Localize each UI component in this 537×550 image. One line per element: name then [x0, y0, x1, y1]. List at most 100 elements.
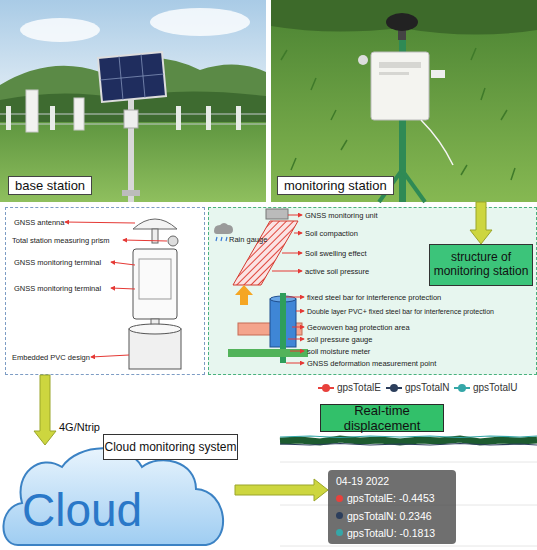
monitoring-station-photo-part — [371, 52, 429, 120]
displacement-chart-part — [268, 378, 537, 550]
node-text: Cloud monitoring system — [104, 440, 236, 454]
structure-drawing-part — [292, 327, 304, 328]
node-text: Soil compaction — [305, 230, 358, 238]
series-dot — [336, 495, 343, 502]
terminal-drawing-part — [168, 236, 178, 246]
displacement-chart-part — [280, 546, 537, 547]
terminal-drawing-part — [133, 219, 177, 229]
monitoring-station-photo-part — [271, 0, 537, 35]
base-station-photo-part — [150, 8, 250, 36]
legend-swatch — [390, 384, 398, 392]
node-text: gpsTotalN: 0.2346 — [347, 510, 432, 522]
tooltip-row: gpsTotalU: -0.1813 — [336, 527, 448, 539]
base-station-photo-part — [176, 106, 181, 130]
node-text: soil pressure gauge — [307, 336, 372, 344]
base-station-photo-part — [74, 98, 84, 130]
base-station-photo-part — [20, 18, 100, 42]
node-text: gpsTotalE: -0.4453 — [347, 492, 435, 504]
legend-item: gpsTotalU — [454, 382, 517, 393]
node-text: Rain gauge — [229, 236, 267, 244]
base-station-photo-part — [50, 106, 55, 130]
node-text: 04-19 2022 — [336, 475, 389, 487]
structure-panel: GNSS monitoring unitSoil compactionRain … — [208, 207, 537, 375]
monitoring-station-photo-part — [431, 70, 445, 78]
node-text: structure of monitoring station — [432, 251, 530, 279]
monitoring-station-photo-part — [271, 0, 537, 202]
structure-drawing-part — [286, 297, 304, 298]
structure-drawing-part — [288, 339, 304, 340]
base-station-photo-part — [236, 106, 241, 130]
series-dot — [336, 529, 343, 536]
legend-swatch — [322, 384, 330, 392]
photo-panel: base station — [0, 0, 266, 202]
terminal-drawing-part — [129, 324, 181, 334]
displacement-chart-part — [280, 444, 537, 446]
terminal-drawing-part — [111, 288, 135, 289]
displacement-chart-part — [280, 439, 537, 442]
terminal-drawing-part — [123, 240, 167, 241]
legend-text: gpsTotalU — [473, 382, 517, 393]
series-dot — [336, 512, 343, 519]
legend-item: gpsTotalN — [386, 382, 449, 393]
tooltip-box: 04-19 2022 gpsTotalE: -0.4453 gpsTotalN: 0… — [328, 470, 456, 544]
node-text: GNSS deformation measurement point — [307, 360, 436, 368]
legend-text: gpsTotalE — [337, 382, 381, 393]
node-text: Embedded PVC design — [12, 354, 90, 362]
monitoring-station-photo — [271, 0, 537, 202]
node-text: Geowoven bag protection area — [307, 324, 410, 332]
node-text: Cloud — [22, 487, 142, 533]
edge-label: 4G/Ntrip — [59, 421, 100, 433]
node-text: monitoring station — [277, 176, 394, 195]
legend-symbol — [318, 383, 334, 393]
monitoring-station-photo-part — [402, 170, 425, 202]
base-station-photo-part — [100, 74, 164, 80]
base-station-photo-part — [122, 190, 140, 196]
displacement-chart-part — [280, 436, 537, 438]
node-text: Real-time displacement — [321, 403, 443, 433]
tooltip-row: 04-19 2022 — [336, 475, 448, 487]
tooltip-row: gpsTotalE: -0.4453 — [336, 492, 448, 504]
node-text: GNSS monitoring terminal — [14, 259, 101, 267]
flow-arrow — [470, 202, 492, 244]
structure-drawing-part — [208, 207, 537, 375]
displacement-chart — [268, 378, 537, 550]
legend-text: gpsTotalN — [405, 382, 449, 393]
structure-drawing-part — [290, 351, 304, 352]
monitoring-station-photo-part — [379, 62, 421, 68]
terminal-drawing-part — [5, 207, 205, 375]
structure-drawing-part — [272, 271, 302, 272]
base-station-photo-part — [6, 106, 11, 130]
node-text: active soil pressure — [305, 268, 369, 276]
flow-arrow — [34, 375, 56, 445]
structure-drawing-part — [286, 363, 304, 364]
monitoring-station-photo-part — [386, 13, 418, 31]
node-text: GNSS antenna — [14, 219, 64, 227]
base-station-photo-part — [206, 106, 211, 130]
title-box: structure of monitoring station — [429, 244, 533, 286]
cloud-outline — [3, 448, 223, 545]
base-station-photo-part — [124, 110, 138, 128]
legend-item: gpsTotalE — [318, 382, 381, 393]
monitoring-station-photo-part — [358, 55, 368, 65]
structure-drawing-part — [235, 285, 253, 305]
base-station-photo-part — [98, 52, 166, 102]
terminal-drawing-part — [111, 262, 135, 265]
node-text: base station — [8, 176, 92, 195]
terminal-drawing-part — [133, 249, 177, 319]
structure-drawing-part — [216, 237, 227, 241]
node-text: Double layer PVC+ fixed steel bar for in… — [307, 308, 494, 315]
node-text: fixed steel bar for interference protect… — [307, 294, 441, 302]
tooltip-row: gpsTotalN: 0.2346 — [336, 510, 448, 522]
node-text: gpsTotalU: -0.1813 — [347, 527, 435, 539]
structure-drawing-part — [282, 253, 302, 254]
legend-symbol — [454, 383, 470, 393]
structure-drawing-part — [228, 349, 308, 357]
node-text: Total station measuring prism — [12, 237, 110, 245]
legend-symbol — [386, 383, 402, 393]
base-station-photo-part — [26, 90, 38, 132]
structure-drawing-part — [296, 311, 304, 312]
cloud-shape: Cloud — [0, 445, 235, 550]
terminal-drawing-part — [139, 259, 171, 299]
structure-drawing-part — [266, 209, 288, 219]
